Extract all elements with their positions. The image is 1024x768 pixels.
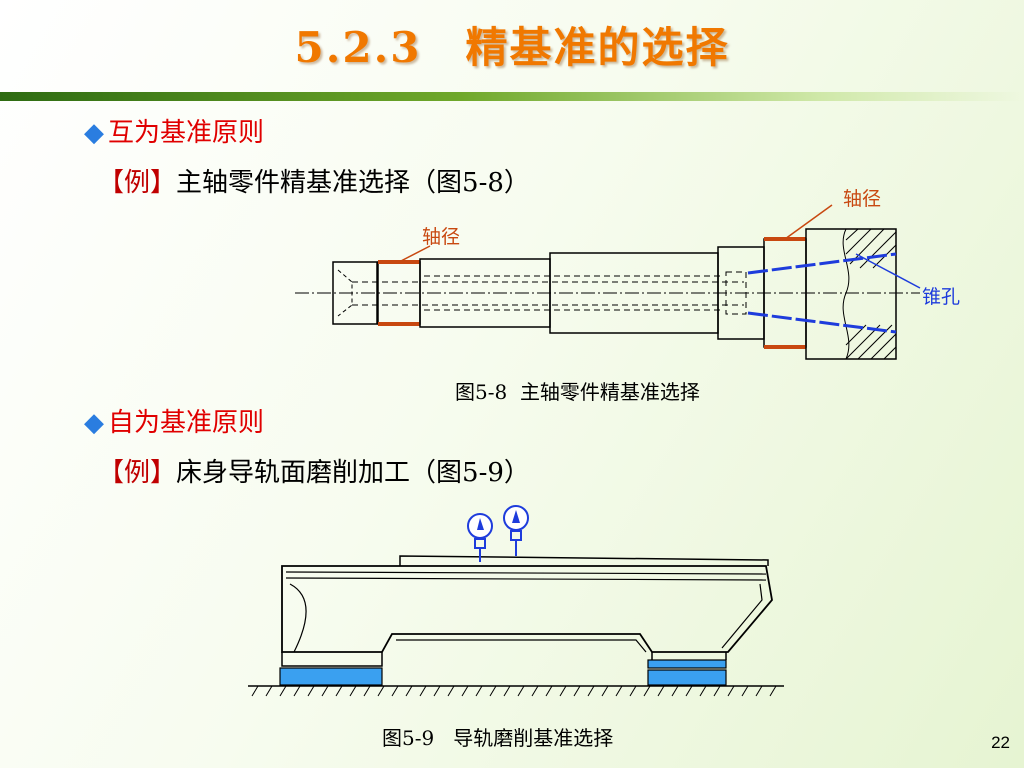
bullet-self-datum: ◆自为基准原则 <box>84 402 264 439</box>
example-close: ） <box>503 458 530 488</box>
label-journal-left: 轴径 <box>422 226 461 248</box>
caption-text: 导轨磨削基准选择 <box>453 726 614 750</box>
caption-prefix: 图 <box>455 380 475 404</box>
example-figure-number: 5-9 <box>462 458 504 488</box>
support-pad-right-lower <box>647 669 727 686</box>
spindle-flange <box>805 228 897 360</box>
guide-rail-top <box>399 555 769 566</box>
caption-text: 主轴零件精基准选择 <box>519 380 700 404</box>
support-pad-left <box>279 667 383 686</box>
break-line <box>842 228 850 360</box>
taper-line-top <box>747 252 897 275</box>
ground-hatching <box>251 685 777 697</box>
title-underline <box>0 92 1024 101</box>
caption-number: 5-8 <box>475 380 508 404</box>
example-close: ） <box>503 168 530 198</box>
example-text: 床身导轨面磨削加工（图 <box>176 458 463 488</box>
example-text: 主轴零件精基准选择（图 <box>176 168 463 198</box>
bullet-mutual-datum: ◆互为基准原则 <box>84 112 264 149</box>
bullet-heading: 互为基准原则 <box>108 118 265 148</box>
example-line-2: 【例】床身导轨面磨削加工（图5-9） <box>98 452 530 489</box>
diamond-bullet-icon: ◆ <box>84 118 104 148</box>
spindle-figure <box>295 204 921 360</box>
figure2-caption: 图5-9 导轨磨削基准选择 <box>382 722 613 751</box>
diamond-bullet-icon: ◆ <box>84 408 104 438</box>
figure1-caption: 图5-8 主轴零件精基准选择 <box>455 376 700 405</box>
example-line-1: 【例】主轴零件精基准选择（图5-8） <box>98 162 530 199</box>
caption-number: 5-9 <box>402 726 435 750</box>
caption-prefix: 图 <box>382 726 402 750</box>
spindle-end-left <box>332 261 378 325</box>
example-bracket: 【例】 <box>98 168 177 198</box>
example-bracket: 【例】 <box>98 458 177 488</box>
bullet-heading: 自为基准原则 <box>108 408 265 438</box>
page-number: 22 <box>991 733 1010 752</box>
label-journal-right: 轴径 <box>843 188 882 210</box>
bed-body <box>281 565 773 653</box>
taper-line-bottom <box>747 311 897 334</box>
slide-title: 5.2.3 精基准的选择 <box>294 23 730 72</box>
example-figure-number: 5-8 <box>462 168 504 198</box>
support-pad-right-upper <box>647 659 727 669</box>
label-taper-hole: 锥孔 <box>922 286 961 308</box>
